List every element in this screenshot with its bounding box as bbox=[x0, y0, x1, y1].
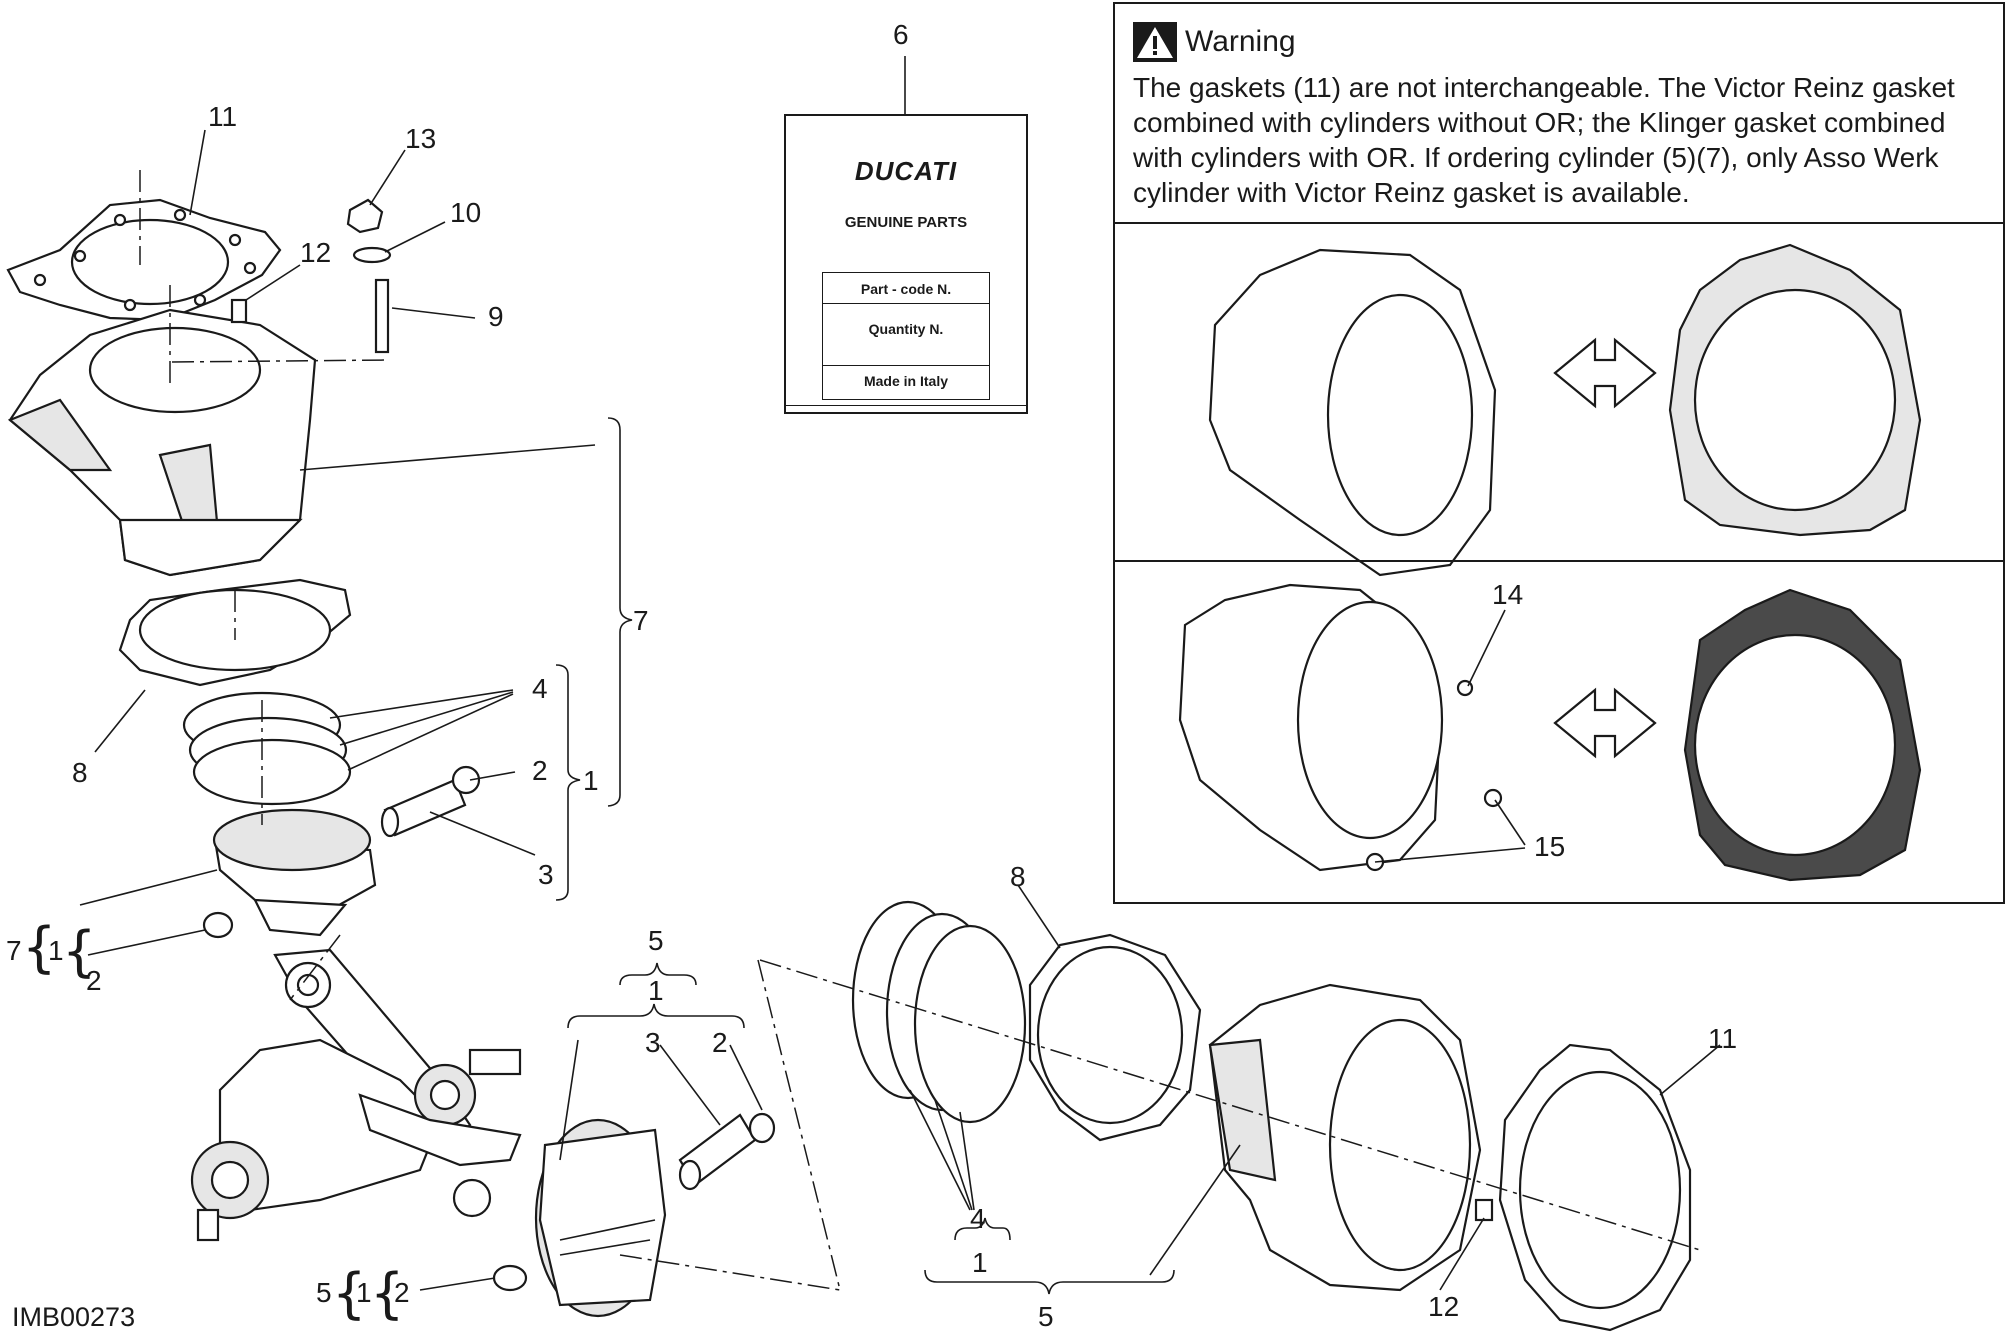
group-7-brace: { bbox=[22, 916, 56, 979]
interchange-arrows bbox=[1553, 337, 1657, 759]
callout-4-left: 4 bbox=[532, 673, 548, 704]
callout-10: 10 bbox=[450, 197, 481, 228]
piston-pin-left bbox=[202, 765, 481, 939]
callout-1-top: 1 bbox=[648, 975, 664, 1006]
panel-divider-middle bbox=[1115, 560, 2003, 562]
callout-7-right: 7 bbox=[633, 605, 649, 636]
callout-13: 13 bbox=[405, 123, 436, 154]
group-7-sub-brace: { bbox=[62, 920, 96, 983]
group-7-2: 2 bbox=[86, 965, 102, 996]
callout-2-lower: 2 bbox=[712, 1027, 728, 1058]
callout-12-top: 12 bbox=[300, 237, 331, 268]
callout-5-lower: 5 bbox=[1038, 1301, 1054, 1332]
inset-klinger-gasket bbox=[1683, 588, 1922, 882]
callout-8-lower: 8 bbox=[1010, 861, 1026, 892]
warning-title: Warning bbox=[1185, 25, 1296, 58]
base-gasket-lower bbox=[1028, 933, 1202, 1142]
quantity-row: Quantity N. bbox=[868, 321, 944, 337]
part-code-box: Part - code N. Quantity N. Made in Italy bbox=[822, 272, 990, 400]
brand-logo: DUCATI bbox=[854, 156, 958, 186]
crankshaft bbox=[190, 948, 522, 1242]
group-7-1: 1 bbox=[48, 935, 64, 966]
genuine-parts-label: DUCATI GENUINE PARTS Part - code N. Quan… bbox=[784, 114, 1028, 414]
group-7: 7 bbox=[6, 935, 22, 966]
callout-4-lower: 4 bbox=[970, 1203, 986, 1234]
group-brackets bbox=[555, 417, 1175, 1295]
cylinder-lower bbox=[1208, 983, 1482, 1292]
part-code-row: Part - code N. bbox=[860, 281, 952, 297]
group-5-1: 1 bbox=[356, 1277, 372, 1308]
head-gasket-top bbox=[6, 198, 282, 322]
callout-1-right: 1 bbox=[583, 765, 599, 796]
callout-5-top: 5 bbox=[648, 925, 664, 956]
warning-text: The gaskets (11) are not interchangeable… bbox=[1133, 72, 1955, 208]
callout-11-top: 11 bbox=[208, 101, 237, 132]
callout-12-lower: 12 bbox=[1428, 1291, 1459, 1322]
leader-lines bbox=[79, 56, 1721, 1291]
panel-divider-top bbox=[1115, 222, 2003, 224]
piston-rings-left bbox=[182, 691, 352, 806]
group-5-sub-brace: { bbox=[370, 1262, 404, 1325]
inset-cylinder-without-or bbox=[1208, 248, 1497, 577]
callout-1-lower: 1 bbox=[972, 1247, 988, 1278]
inset-cylinder-with-or bbox=[1178, 583, 1503, 872]
cylinder-upper bbox=[7, 308, 317, 577]
callout-6: 6 bbox=[893, 19, 909, 50]
callout-2-left: 2 bbox=[532, 755, 548, 786]
callout-8-left: 8 bbox=[72, 757, 88, 788]
group-5-2: 2 bbox=[394, 1277, 410, 1308]
diagram-id: IMB00273 bbox=[12, 1302, 136, 1332]
piston-rings-lower bbox=[851, 900, 1027, 1124]
piston-lower bbox=[534, 1118, 667, 1318]
assembly-axes bbox=[139, 170, 1701, 1291]
callout-numbers: 6 11 13 10 12 9 7 8 4 2 1 3 7 { 1 { 2 5 … bbox=[6, 19, 1737, 1332]
group-5-brace: { bbox=[332, 1262, 366, 1325]
callout-11-lower: 11 bbox=[1708, 1023, 1737, 1054]
fasteners bbox=[230, 198, 392, 354]
piston-pin-lower bbox=[492, 1112, 776, 1292]
warning-icon bbox=[1133, 22, 1177, 62]
head-gasket-lower bbox=[1474, 1043, 1692, 1332]
made-in-row: Made in Italy bbox=[863, 373, 949, 389]
warning-panel: Warning The gaskets (11) are not interch… bbox=[1113, 2, 2005, 904]
callout-9: 9 bbox=[488, 301, 504, 332]
piston-left bbox=[212, 808, 377, 937]
callout-3-lower: 3 bbox=[645, 1027, 661, 1058]
genuine-parts-heading: GENUINE PARTS bbox=[844, 214, 968, 231]
inset-victor-reinz-gasket bbox=[1668, 243, 1922, 537]
callout-3-left: 3 bbox=[538, 859, 554, 890]
group-5: 5 bbox=[316, 1277, 332, 1308]
callout-15: 15 bbox=[1534, 831, 1565, 862]
callout-14: 14 bbox=[1492, 579, 1523, 610]
warning-header: Warning bbox=[1133, 22, 1296, 62]
